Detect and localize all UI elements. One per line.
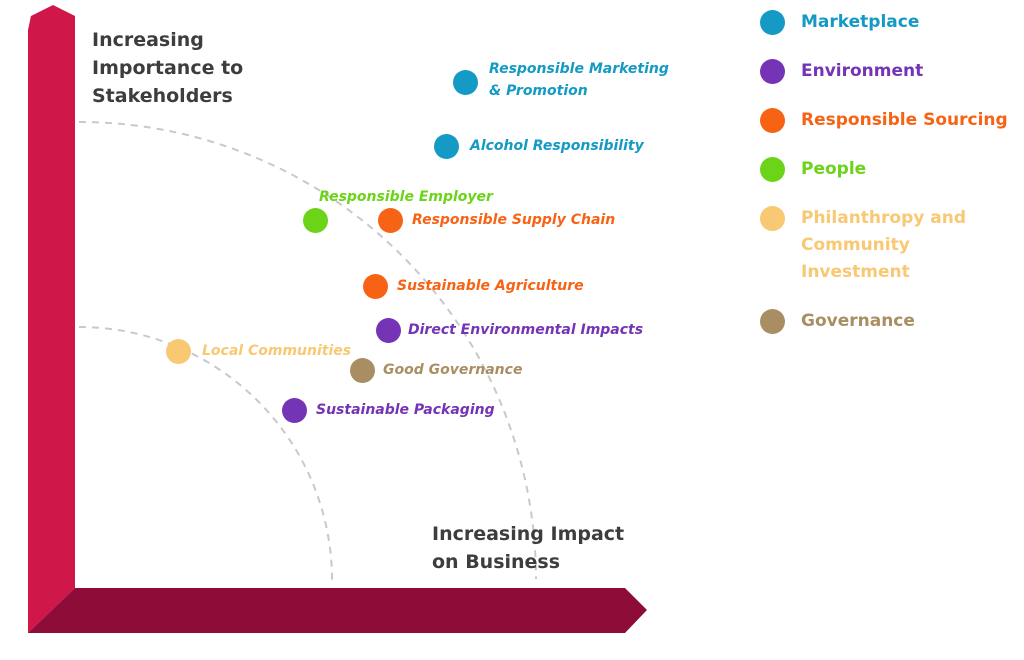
legend-swatch: [760, 59, 785, 84]
legend-label: Philanthropy and Community Investment: [801, 208, 966, 282]
topic-dot: [363, 274, 388, 299]
topic-label: Sustainable Agriculture: [397, 278, 584, 294]
topic-label: Responsible Marketing & Promotion: [489, 61, 669, 99]
topic-dot: [282, 398, 307, 423]
topic-dot: [434, 134, 459, 159]
topic-label: Direct Environmental Impacts: [408, 322, 644, 338]
topic-dot: [303, 208, 328, 233]
legend-label: Responsible Sourcing: [801, 110, 1008, 130]
topic-label: Responsible Employer: [319, 189, 493, 205]
topic-label: Local Communities: [202, 343, 352, 359]
threshold-arc-outer: [78, 121, 537, 580]
topic-dot: [378, 208, 403, 233]
topic-label: Responsible Supply Chain: [412, 212, 616, 228]
threshold-arc-inner: [78, 326, 333, 581]
legend-label: Governance: [801, 311, 915, 331]
topic-label: Sustainable Packaging: [316, 402, 495, 418]
topic-dot: [453, 70, 478, 95]
topic-label: Good Governance: [383, 362, 523, 378]
topic-dot: [350, 358, 375, 383]
legend-label: Marketplace: [801, 12, 920, 32]
legend-swatch: [760, 157, 785, 182]
topic-dot: [166, 339, 191, 364]
topic-dot: [376, 318, 401, 343]
y-axis-label: Increasing Importance to Stakeholders: [92, 29, 244, 107]
legend-swatch: [760, 108, 785, 133]
legend-swatch: [760, 309, 785, 334]
y-axis-arrow: [28, 5, 75, 633]
topic-label: Alcohol Responsibility: [470, 138, 644, 154]
legend-swatch: [760, 10, 785, 35]
x-axis-label: Increasing Impact on Business: [432, 523, 625, 573]
legend-swatch: [760, 206, 785, 231]
legend-label: People: [801, 159, 867, 179]
x-axis-arrow: [28, 588, 647, 633]
legend-label: Environment: [801, 61, 924, 81]
